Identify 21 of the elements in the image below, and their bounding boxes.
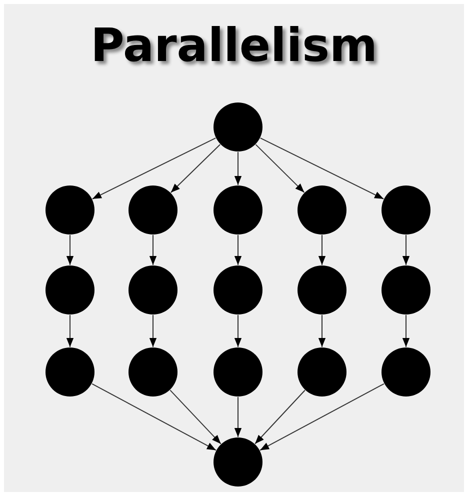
arrow [170, 144, 221, 194]
arrow [234, 396, 242, 438]
arrow [318, 234, 326, 266]
arrow [66, 234, 74, 266]
arrow [402, 234, 410, 266]
arrow [234, 152, 242, 186]
arrow [92, 383, 216, 451]
arrow [255, 144, 305, 193]
diagram-title: Parallelism [90, 18, 378, 72]
arrow [92, 138, 216, 200]
arrow [149, 314, 157, 348]
arrow [254, 390, 306, 444]
arrow [149, 234, 157, 266]
arrow [260, 383, 384, 451]
arrow [66, 314, 74, 348]
arrow [170, 390, 222, 444]
arrow [402, 314, 410, 348]
arrow [234, 314, 242, 348]
arrow [260, 138, 384, 200]
arrow [234, 234, 242, 266]
arrow [318, 314, 326, 348]
